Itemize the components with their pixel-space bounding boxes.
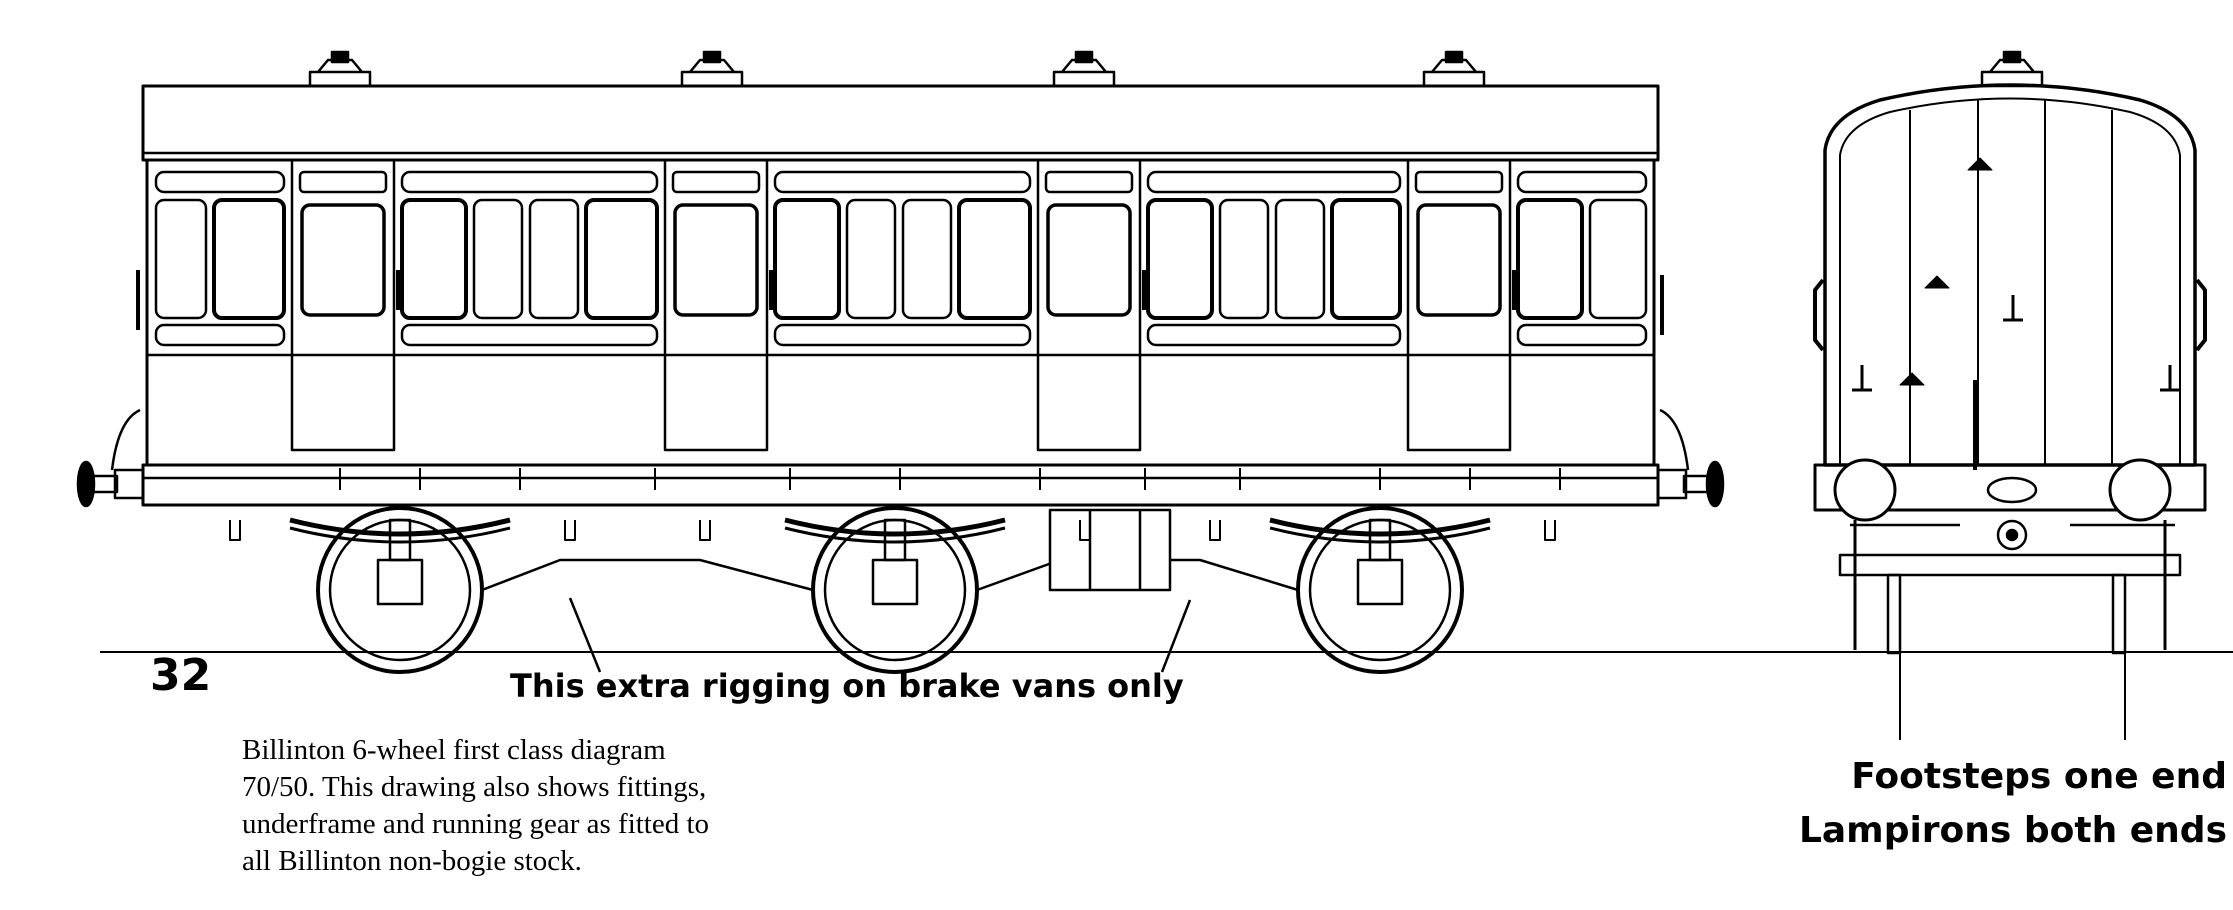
leader-line xyxy=(568,597,602,673)
wheel xyxy=(316,506,484,674)
lampirons-note: Lampirons both ends xyxy=(1798,810,2227,851)
end-body xyxy=(1823,83,2197,467)
windows xyxy=(154,198,1648,320)
rigging-note-label: This extra rigging on brake vans only xyxy=(510,667,1184,705)
end-elevation xyxy=(1813,50,2207,740)
roof-lamp xyxy=(1052,50,1116,88)
figure-caption: Billinton 6-wheel first class diagram 70… xyxy=(242,732,882,880)
side-elevation xyxy=(76,50,2233,674)
end-buffer xyxy=(2108,458,2172,522)
caption-line: underframe and running gear as fitted to xyxy=(242,808,710,840)
caption-line: Billinton 6-wheel first class diagram xyxy=(242,734,666,766)
roof xyxy=(141,84,1660,162)
roof-lamp xyxy=(308,50,372,88)
roof-lamp xyxy=(680,50,744,88)
door xyxy=(290,158,396,452)
buffer xyxy=(76,460,145,508)
buffer xyxy=(1656,460,1725,508)
door xyxy=(1406,158,1512,452)
end-buffer xyxy=(1833,458,1897,522)
leader-line xyxy=(1160,599,1192,673)
footsteps-note: Footsteps one end xyxy=(1851,756,2227,797)
door xyxy=(663,158,769,452)
door xyxy=(1036,158,1142,452)
roof-lamp xyxy=(1422,50,1486,88)
page-number: 32 xyxy=(150,650,212,701)
caption-line: all Billinton non-bogie stock. xyxy=(242,845,582,877)
upper-panels xyxy=(154,170,1648,347)
end-view-note: Footsteps one end Lampirons both ends xyxy=(1799,750,2227,858)
caption-line: 70/50. This drawing also shows fittings, xyxy=(242,771,707,803)
